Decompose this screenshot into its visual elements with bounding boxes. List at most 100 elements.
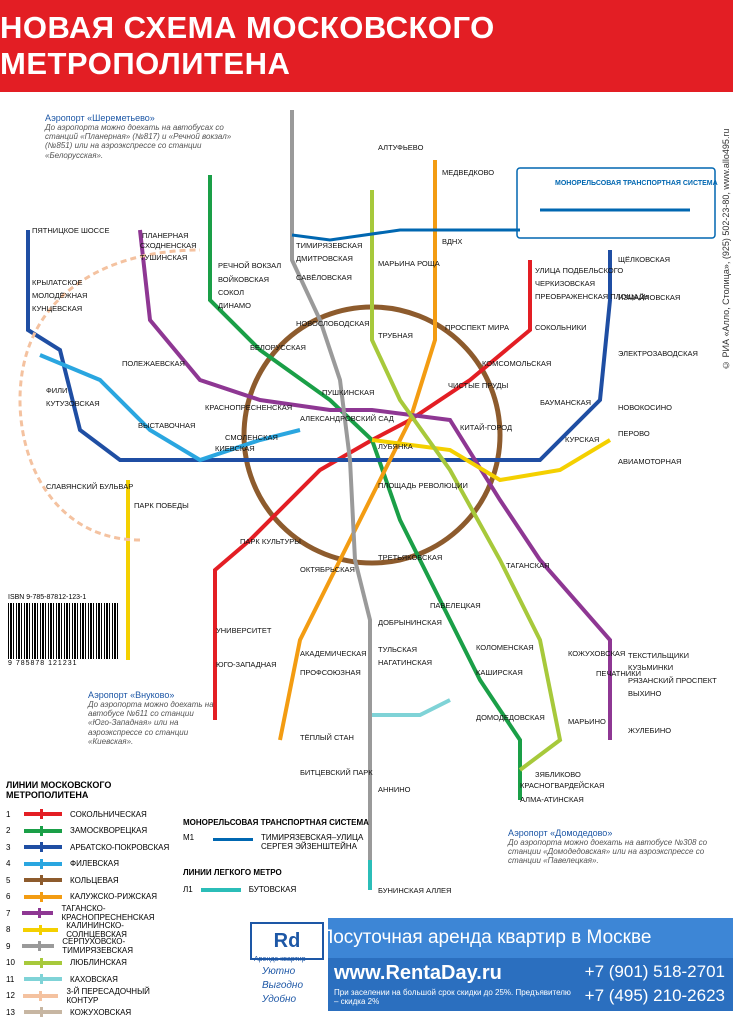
station-label[interactable]: СХОДНЕНСКАЯ xyxy=(140,241,197,250)
station-label[interactable]: ПЛОЩАДЬ РЕВОЛЮЦИИ xyxy=(378,481,468,490)
station-label[interactable]: ЛУБЯНКА xyxy=(378,442,413,451)
legend-line-8: 8Калининско-Солнцевская xyxy=(6,921,176,939)
station-label[interactable]: ЖУЛЕБИНО xyxy=(628,726,671,735)
station-label[interactable]: КОМСОМОЛЬСКАЯ xyxy=(482,359,551,368)
metro-map: МОНОРЕЛЬСОВАЯ ТРАНСПОРТНАЯ СИСТЕМА ПЛАНЕ… xyxy=(18,110,718,895)
rentaday-logo: Rd xyxy=(250,922,324,960)
station-label[interactable]: ДМИТРОВСКАЯ xyxy=(296,254,353,263)
station-label[interactable]: ЗЯБЛИКОВО xyxy=(535,770,581,779)
legend-line-swatch xyxy=(24,891,62,902)
station-label[interactable]: ДОМОДЕДОВСКАЯ xyxy=(476,713,545,722)
station-label[interactable]: КИЕВСКАЯ xyxy=(215,444,255,453)
station-label[interactable]: ТУШИНСКАЯ xyxy=(140,253,187,262)
station-label[interactable]: НАГАТИНСКАЯ xyxy=(378,658,432,667)
station-label[interactable]: РЯЗАНСКИЙ ПРОСПЕКТ xyxy=(628,676,717,685)
ad-word-2: Выгодно xyxy=(262,980,304,991)
station-label[interactable]: СЛАВЯНСКИЙ БУЛЬВАР xyxy=(46,482,133,491)
station-label[interactable]: ТЁПЛЫЙ СТАН xyxy=(300,733,354,742)
station-label[interactable]: МЕДВЕДКОВО xyxy=(442,168,494,177)
station-label[interactable]: КАШИРСКАЯ xyxy=(476,668,523,677)
station-label[interactable]: КУНЦЕВСКАЯ xyxy=(32,304,82,313)
station-label[interactable]: СМОЛЕНСКАЯ xyxy=(225,433,278,442)
station-label[interactable]: МАРЬИНО xyxy=(568,717,606,726)
station-label[interactable]: КОЛОМЕНСКАЯ xyxy=(476,643,534,652)
station-label[interactable]: ПЕЧАТНИКИ xyxy=(596,669,641,678)
legend-line-swatch xyxy=(22,924,59,935)
station-label[interactable]: КРАСНОГВАРДЕЙСКАЯ xyxy=(520,781,604,790)
station-label[interactable]: ТРУБНАЯ xyxy=(378,331,413,340)
station-label[interactable]: АЛТУФЬЕВО xyxy=(378,143,424,152)
station-label[interactable]: МАРЬИНА РОЩА xyxy=(378,259,440,268)
station-label[interactable]: ВОЙКОВСКАЯ xyxy=(218,275,269,284)
station-label[interactable]: СОКОЛ xyxy=(218,288,244,297)
station-label[interactable]: ПЕРОВО xyxy=(618,429,650,438)
header-banner: НОВАЯ СХЕМА МОСКОВСКОГО МЕТРОПОЛИТЕНА xyxy=(0,0,733,92)
station-label[interactable]: УЛИЦА ПОДБЕЛЬСКОГО xyxy=(535,266,623,275)
station-label[interactable]: АКАДЕМИЧЕСКАЯ xyxy=(300,649,367,658)
legend-line-4: 4Филевская xyxy=(6,856,176,873)
isbn: ISBN 9-785-87812-123-1 xyxy=(8,594,87,601)
station-label[interactable]: НОВОСЛОБОДСКАЯ xyxy=(296,319,370,328)
station-label[interactable]: ЧЕРКИЗОВСКАЯ xyxy=(535,279,595,288)
airport-desc: До аэропорта можно доехать на автобусе №… xyxy=(88,700,214,746)
station-label[interactable]: ПРОФСОЮЗНАЯ xyxy=(300,668,361,677)
station-label[interactable]: ДОБРЫНИНСКАЯ xyxy=(378,618,442,627)
airport-name: Аэропорт «Шереметьево» xyxy=(45,113,155,123)
station-label[interactable]: ВДНХ xyxy=(442,237,462,246)
station-label[interactable]: ПАРК КУЛЬТУРЫ xyxy=(240,537,301,546)
station-label[interactable]: АЛМА-АТИНСКАЯ xyxy=(520,795,584,804)
station-label[interactable]: КОЖУХОВСКАЯ xyxy=(568,649,625,658)
airport-name: Аэропорт «Домодедово» xyxy=(508,828,613,838)
station-label[interactable]: САВЁЛОВСКАЯ xyxy=(296,273,352,282)
station-label[interactable]: ЮГО-ЗАПАДНАЯ xyxy=(216,660,277,669)
station-label[interactable]: ПРОСПЕКТ МИРА xyxy=(445,323,509,332)
ad-url[interactable]: www.RentaDay.ru xyxy=(334,962,502,984)
station-label[interactable]: СОКОЛЬНИКИ xyxy=(535,323,587,332)
station-label[interactable]: ПЯТНИЦКОЕ ШОССЕ xyxy=(32,226,110,235)
legend-title: ЛИНИИ МОСКОВСКОГО МЕТРОПОЛИТЕНА xyxy=(6,780,112,800)
station-label[interactable]: ПЛАНЕРНАЯ xyxy=(142,231,189,240)
station-label[interactable]: ВЫСТАВОЧНАЯ xyxy=(138,421,195,430)
legend-line-name: Сокольническая xyxy=(70,809,147,819)
station-label[interactable]: ВЫХИНО xyxy=(628,689,661,698)
station-label[interactable]: ОКТЯБРЬСКАЯ xyxy=(300,565,355,574)
station-label[interactable]: БАУМАНСКАЯ xyxy=(540,398,591,407)
station-label[interactable]: ЧИСТЫЕ ПРУДЫ xyxy=(448,381,509,390)
legend-line-number: 9 xyxy=(6,941,11,951)
station-label[interactable]: КРАСНОПРЕСНЕНСКАЯ xyxy=(205,403,292,412)
station-label[interactable]: УНИВЕРСИТЕТ xyxy=(216,626,272,635)
legend-line-swatch xyxy=(24,809,62,820)
station-label[interactable]: ПУШКИНСКАЯ xyxy=(322,388,374,397)
station-label[interactable]: МОЛОДЁЖНАЯ xyxy=(32,291,87,300)
station-label[interactable]: ПОЛЕЖАЕВСКАЯ xyxy=(122,359,185,368)
airport-sheremetyevo: Аэропорт «Шереметьево» До аэропорта можн… xyxy=(45,113,235,160)
station-label[interactable]: ДИНАМО xyxy=(218,301,251,310)
station-label[interactable]: ПАВЕЛЕЦКАЯ xyxy=(430,601,481,610)
station-label[interactable]: ТИМИРЯЗЕВСКАЯ xyxy=(296,241,362,250)
station-label[interactable]: ИЗМАЙЛОВСКАЯ xyxy=(618,293,680,302)
station-label[interactable]: ТУЛЬСКАЯ xyxy=(378,645,417,654)
station-label[interactable]: ТАГАНСКАЯ xyxy=(506,561,550,570)
station-label[interactable]: ПАРК ПОБЕДЫ xyxy=(134,501,189,510)
station-label[interactable]: КРЫЛАТСКОЕ xyxy=(32,278,82,287)
station-label[interactable]: КУЗЬМИНКИ xyxy=(628,663,673,672)
station-label[interactable]: БЕЛОРУССКАЯ xyxy=(250,343,306,352)
station-label[interactable]: ФИЛИ xyxy=(46,386,67,395)
station-label[interactable]: ТЕКСТИЛЬЩИКИ xyxy=(628,651,689,660)
station-label[interactable]: ЩЁЛКОВСКАЯ xyxy=(618,255,670,264)
station-label[interactable]: ПРЕОБРАЖЕНСКАЯ ПЛОЩАДЬ xyxy=(535,292,649,301)
station-label[interactable]: КУРСКАЯ xyxy=(565,435,599,444)
station-label[interactable]: БУНИНСКАЯ АЛЛЕЯ xyxy=(378,886,451,895)
station-label[interactable]: РЕЧНОЙ ВОКЗАЛ xyxy=(218,261,281,270)
station-label[interactable]: АЛЕКСАНДРОВСКИЙ САД xyxy=(300,414,394,423)
station-label[interactable]: КУТУЗОВСКАЯ xyxy=(46,399,100,408)
station-label[interactable]: АННИНО xyxy=(378,785,411,794)
station-label[interactable]: ЭЛЕКТРОЗАВОДСКАЯ xyxy=(618,349,698,358)
legend-line-number: 1 xyxy=(6,809,11,819)
station-label[interactable]: КИТАЙ-ГОРОД xyxy=(460,423,512,432)
legend-line-6: 6Калужско-Рижская xyxy=(6,889,176,906)
station-label[interactable]: БИТЦЕВСКИЙ ПАРК xyxy=(300,768,373,777)
station-label[interactable]: АВИАМОТОРНАЯ xyxy=(618,457,681,466)
station-label[interactable]: НОВОКОСИНО xyxy=(618,403,672,412)
station-label[interactable]: ТРЕТЬЯКОВСКАЯ xyxy=(378,553,442,562)
